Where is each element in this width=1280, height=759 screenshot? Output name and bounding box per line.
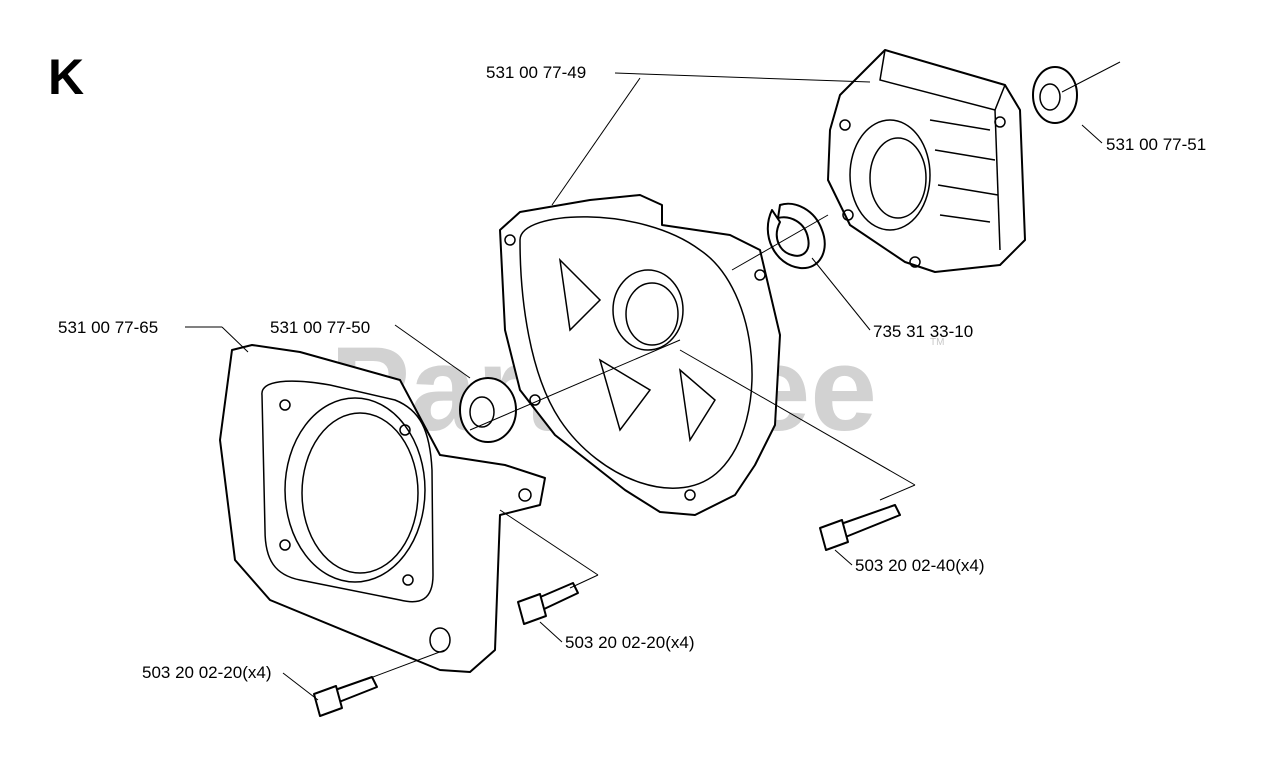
callout-seal-right: 531 00 77-51 xyxy=(1106,135,1206,154)
section-letter: K xyxy=(48,49,84,105)
seal-left-part xyxy=(459,377,517,443)
callout-seal-left: 531 00 77-50 xyxy=(270,318,370,337)
callout-cover: 531 00 77-65 xyxy=(58,318,158,337)
callout-screw-cover-low: 503 20 02-20(x4) xyxy=(142,663,271,682)
callout-circlip: 735 31 33-10 xyxy=(873,322,973,341)
screw-crankcase xyxy=(819,504,901,551)
crankcase-part xyxy=(499,194,781,516)
screw-cover-mid xyxy=(517,582,579,625)
callout-screw-crankcase: 503 20 02-40(x4) xyxy=(855,556,984,575)
watermark-tm: TM xyxy=(930,337,944,348)
leader-lines xyxy=(185,61,1121,701)
callout-cylinder: 531 00 77-49 xyxy=(486,63,586,82)
cylinder-part xyxy=(827,49,1026,273)
cover-part xyxy=(219,344,546,673)
seal-right-part xyxy=(1032,66,1078,124)
screw-cover-low xyxy=(313,676,378,717)
callout-screw-cover-mid: 503 20 02-20(x4) xyxy=(565,633,694,652)
circlip-part xyxy=(766,202,826,270)
